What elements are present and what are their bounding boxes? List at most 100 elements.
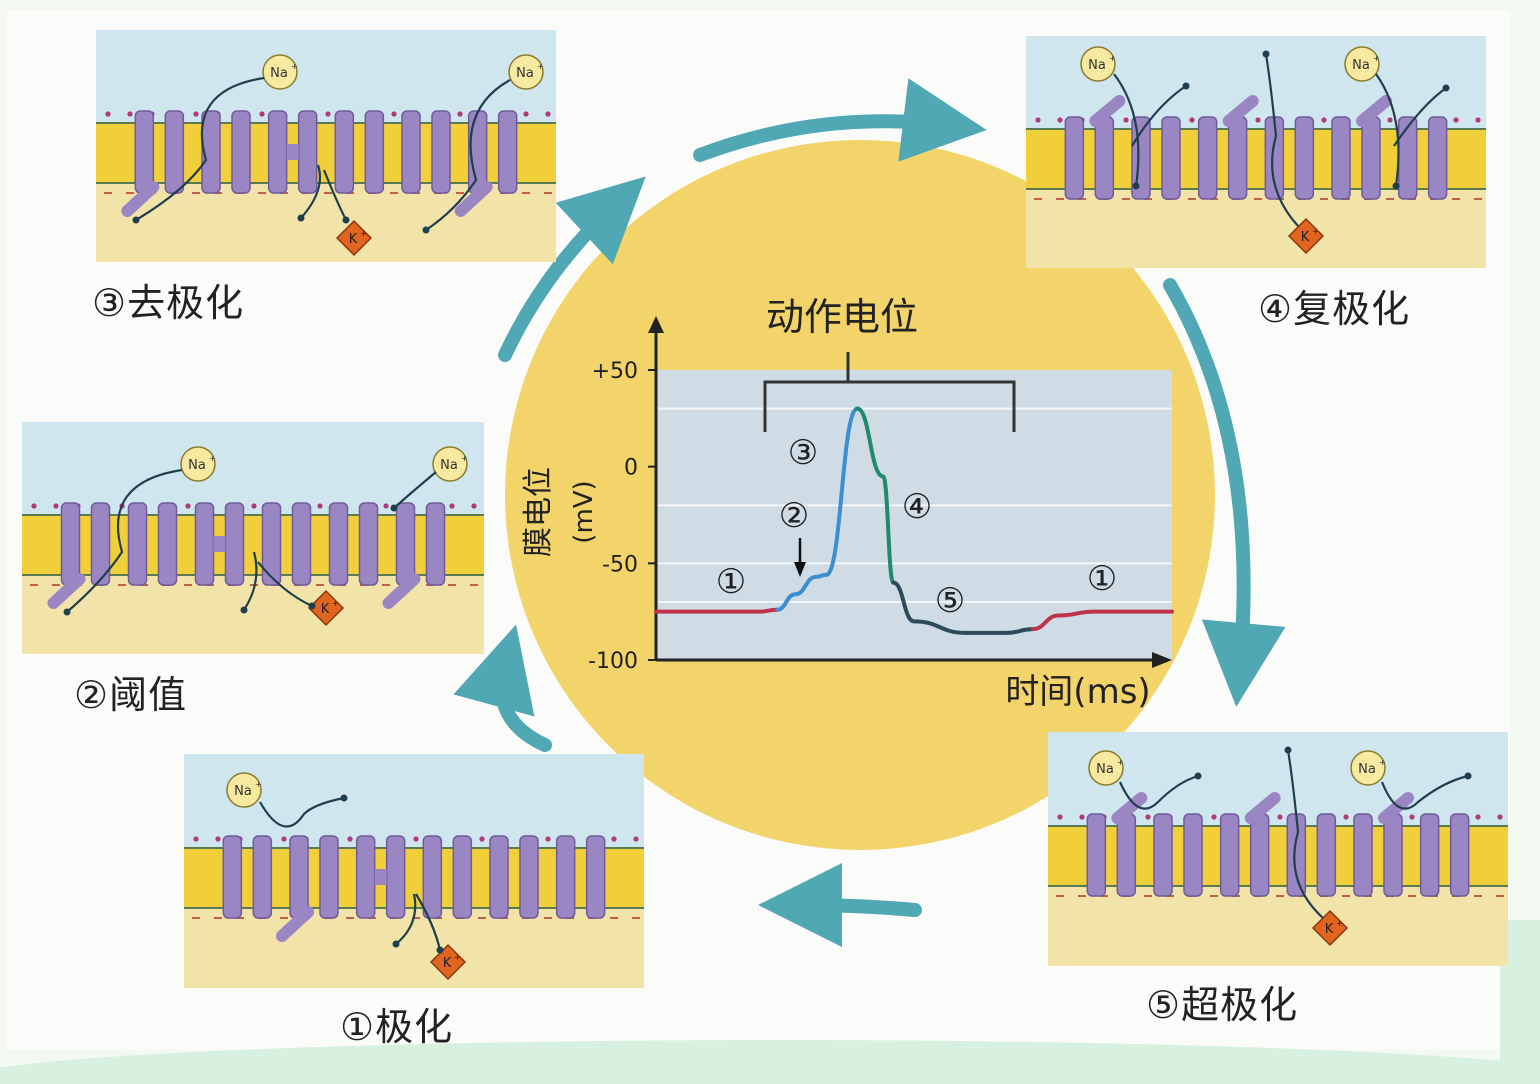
ion-flow-arrowhead-icon [340, 794, 348, 802]
extracellular-space [184, 754, 644, 848]
cycle-arrow-top [693, 78, 987, 162]
potassium-ion-charge: + [454, 953, 461, 962]
y-tick-label: 0 [624, 456, 638, 481]
ion-flow-arrowhead-icon [390, 504, 398, 512]
ion-flow-arrow-icon [1393, 87, 1447, 147]
sodium-ion-icon [1344, 46, 1380, 82]
channel-subunit-left [222, 835, 243, 919]
ion-flow-arrowhead-icon [1442, 84, 1450, 92]
ion-channel [334, 110, 385, 194]
positive-charge-icon [325, 111, 331, 117]
curve-depolarization-phase [824, 406, 860, 577]
channel-subunit-left [334, 110, 355, 194]
potassium-ion-icon [1311, 909, 1349, 947]
ion-flow-arrowhead-icon [1194, 772, 1202, 780]
positive-charge-icon [215, 836, 221, 842]
potassium-ion-charge: + [1312, 227, 1319, 236]
ion-channel [1153, 813, 1203, 897]
positive-charge-icon [193, 111, 199, 117]
channel-subunit-left [201, 110, 221, 194]
channel-gate [1244, 792, 1281, 824]
channel-subunit-right [358, 502, 379, 586]
channel-subunit-right [364, 110, 385, 194]
ion-channel [355, 835, 406, 919]
sodium-ion-charge: + [255, 780, 262, 789]
cycle-arrow-lower-left [453, 624, 552, 752]
curve-repolarization-phase [855, 406, 896, 585]
phase-mark-5: ⑤ [935, 581, 965, 621]
positive-charge-icon [383, 503, 389, 509]
ion-flow-arrow-icon [393, 471, 437, 509]
sodium-ion-icon [1080, 46, 1116, 82]
x-axis-arrow-icon [1152, 652, 1172, 668]
x-axis-label: 时间(ms) [1005, 672, 1150, 712]
potassium-ion-icon [307, 589, 345, 627]
channel-subunit-left [1331, 116, 1351, 200]
positive-charge-icon [457, 111, 463, 117]
positive-charge-icon [413, 836, 419, 842]
positive-charge-icon [185, 503, 191, 509]
positive-charge-icon [471, 503, 477, 509]
channel-subunit-right [231, 110, 251, 194]
sodium-ion-charge: + [1373, 54, 1380, 63]
ion-channel [1197, 95, 1259, 200]
channel-subunit-right [1449, 813, 1470, 897]
potassium-ion-icon [335, 219, 373, 257]
sodium-ion-label: Na [1358, 762, 1376, 777]
positive-charge-icon [1321, 117, 1327, 123]
sodium-ion-label: Na [188, 458, 206, 473]
channel-gate [454, 181, 493, 217]
ion-flow-arrowhead-icon [1284, 746, 1292, 754]
ion-flow-arrow-icon [257, 561, 313, 607]
channel-subunit-right [425, 502, 446, 586]
ion-channel [555, 835, 606, 919]
positive-charge-icon [1189, 117, 1195, 123]
channel-gate [1378, 792, 1414, 824]
channel-subunit-left [1353, 813, 1373, 897]
ion-channel [489, 835, 539, 919]
channel-subunit-left [1086, 813, 1107, 897]
channel-subunit-right [497, 110, 518, 194]
ion-channel [1086, 792, 1148, 897]
stage-label-hyperpolarization: ⑤超极化 [1146, 983, 1299, 1027]
sodium-ion-icon [180, 446, 216, 482]
channel-plug [374, 869, 387, 885]
channel-subunit-right [585, 835, 606, 919]
channel-gate [1111, 792, 1148, 824]
ion-flow-arrow-icon [425, 79, 511, 231]
stage-label-repolarization: ④复极化 [1258, 287, 1411, 331]
channel-subunit-left [328, 502, 349, 586]
stage-panel-threshold: Na+Na+K+ [22, 422, 484, 654]
sodium-ion-charge: + [1379, 758, 1386, 767]
positive-charge-icon [1057, 117, 1063, 123]
potassium-ion-charge: + [360, 229, 367, 238]
positive-charge-icon [259, 111, 265, 117]
extracellular-space [22, 422, 484, 515]
graph-title: 动作电位 [766, 295, 918, 339]
ion-flow-arrowhead-icon [63, 608, 71, 616]
ion-flow-arrow-icon [66, 468, 183, 613]
ion-flow-arrow-icon [1264, 53, 1299, 227]
positive-charge-icon [449, 503, 455, 509]
potassium-ion-label: K [1325, 922, 1334, 937]
stage-panel-polarization: Na+K+ [184, 754, 644, 988]
positive-charge-icon [611, 836, 617, 842]
channel-subunit-left [489, 835, 509, 919]
sodium-ion-label: Na [1352, 58, 1370, 73]
stage-label-depolarization: ③去极化 [92, 281, 245, 325]
ion-flow-arrow-icon [135, 76, 265, 221]
y-axis-arrow-icon [648, 316, 664, 333]
positive-charge-icon [545, 836, 551, 842]
ion-flow-arrowhead-icon [342, 216, 350, 224]
positive-charge-icon [1057, 814, 1063, 820]
sodium-ion-label: Na [270, 66, 288, 81]
positive-charge-icon [31, 503, 37, 509]
ion-channel [1397, 116, 1448, 200]
y-tick-label: -100 [588, 649, 638, 674]
ion-channel [382, 502, 446, 609]
ion-channel [1064, 95, 1126, 200]
intracellular-space [1048, 886, 1508, 966]
ion-channel [1219, 792, 1281, 897]
y-tick-label: +50 [592, 359, 638, 384]
channel-subunit-left [1197, 116, 1218, 200]
